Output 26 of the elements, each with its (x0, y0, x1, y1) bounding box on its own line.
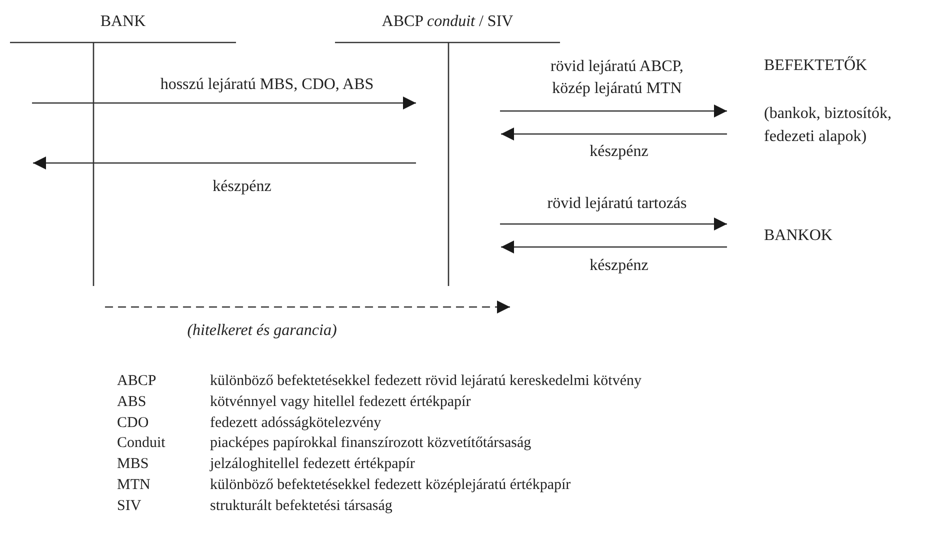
participant-name: ABCP conduit / SIV (382, 12, 514, 31)
arrow (32, 96, 416, 110)
abbreviation-definition: különböző befektetésekkel fedezett rövid lejáratú kereskedelmi kötvény (210, 372, 642, 390)
participant-note: (bankok, biztosítók, fedezeti alapok) (764, 104, 893, 147)
abbreviation: ABS (117, 392, 146, 411)
abbreviation-definition: fedezett adósságkötelezvény (210, 414, 382, 432)
arrow (501, 240, 727, 254)
arrow (500, 218, 727, 230)
arrow (501, 128, 727, 140)
abbreviation-definition: kötvénnyel vagy hitellel fedezett értékpapír (210, 392, 471, 411)
abbreviation-definition: piacképes papírokkal finanszírozott közvetítőtársaság (210, 434, 532, 452)
participant-name: BEFEKTETŐK (764, 56, 868, 75)
abbreviation: CDO (117, 414, 149, 432)
abbreviation-definition: különböző befektetésekkel fedezett középlejáratú értékpapír (210, 476, 571, 494)
arrow (33, 156, 416, 170)
dashed-arrow (105, 300, 510, 314)
abbreviation-definition: jelzáloghitellel fedezett értékpapír (210, 455, 415, 474)
abbreviation: MBS (117, 455, 149, 474)
participant-name: BANK (100, 12, 146, 31)
abbreviation: Conduit (117, 434, 166, 452)
abbreviation: ABCP (117, 372, 156, 390)
arrow (500, 104, 727, 118)
abbreviation: MTN (117, 476, 150, 494)
participant-name: BANKOK (764, 226, 832, 245)
abbreviation: SIV (117, 496, 142, 515)
abbreviation-definition: strukturált befektetési társaság (210, 496, 392, 515)
